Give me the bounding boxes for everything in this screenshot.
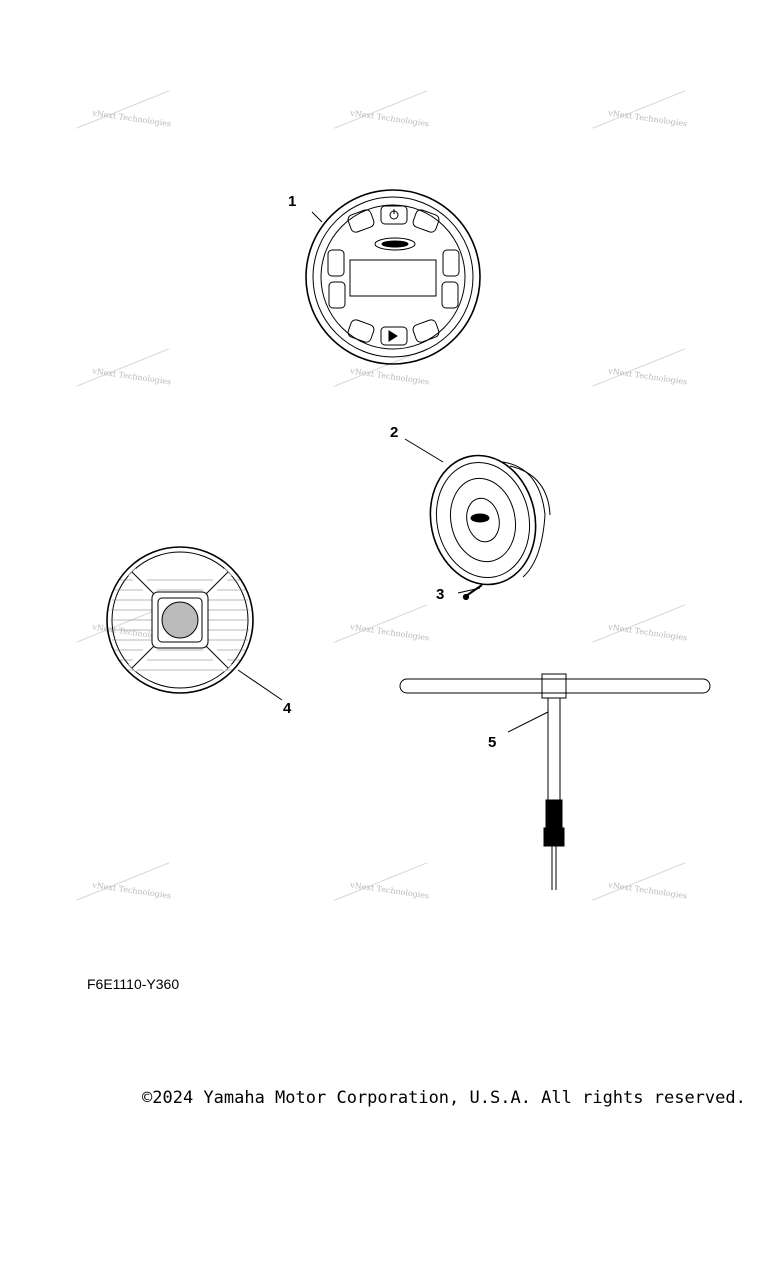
copyright-notice: ©2024 Yamaha Motor Corporation, U.S.A. A… <box>142 1088 746 1108</box>
callout-3: 3 <box>436 586 445 603</box>
callout-4: 4 <box>283 700 292 717</box>
part-2-speaker[interactable] <box>404 438 551 594</box>
part-5-antenna[interactable] <box>399 673 711 890</box>
callout-2: 2 <box>390 424 399 441</box>
callout-1: 1 <box>288 193 297 210</box>
part-3-screw[interactable] <box>457 584 483 601</box>
part-4-speaker-grille[interactable] <box>106 546 283 701</box>
callout-5: 5 <box>488 734 497 751</box>
diagram-code: F6E1110-Y360 <box>87 976 180 992</box>
part-1-stereo-head-unit[interactable] <box>305 189 481 365</box>
